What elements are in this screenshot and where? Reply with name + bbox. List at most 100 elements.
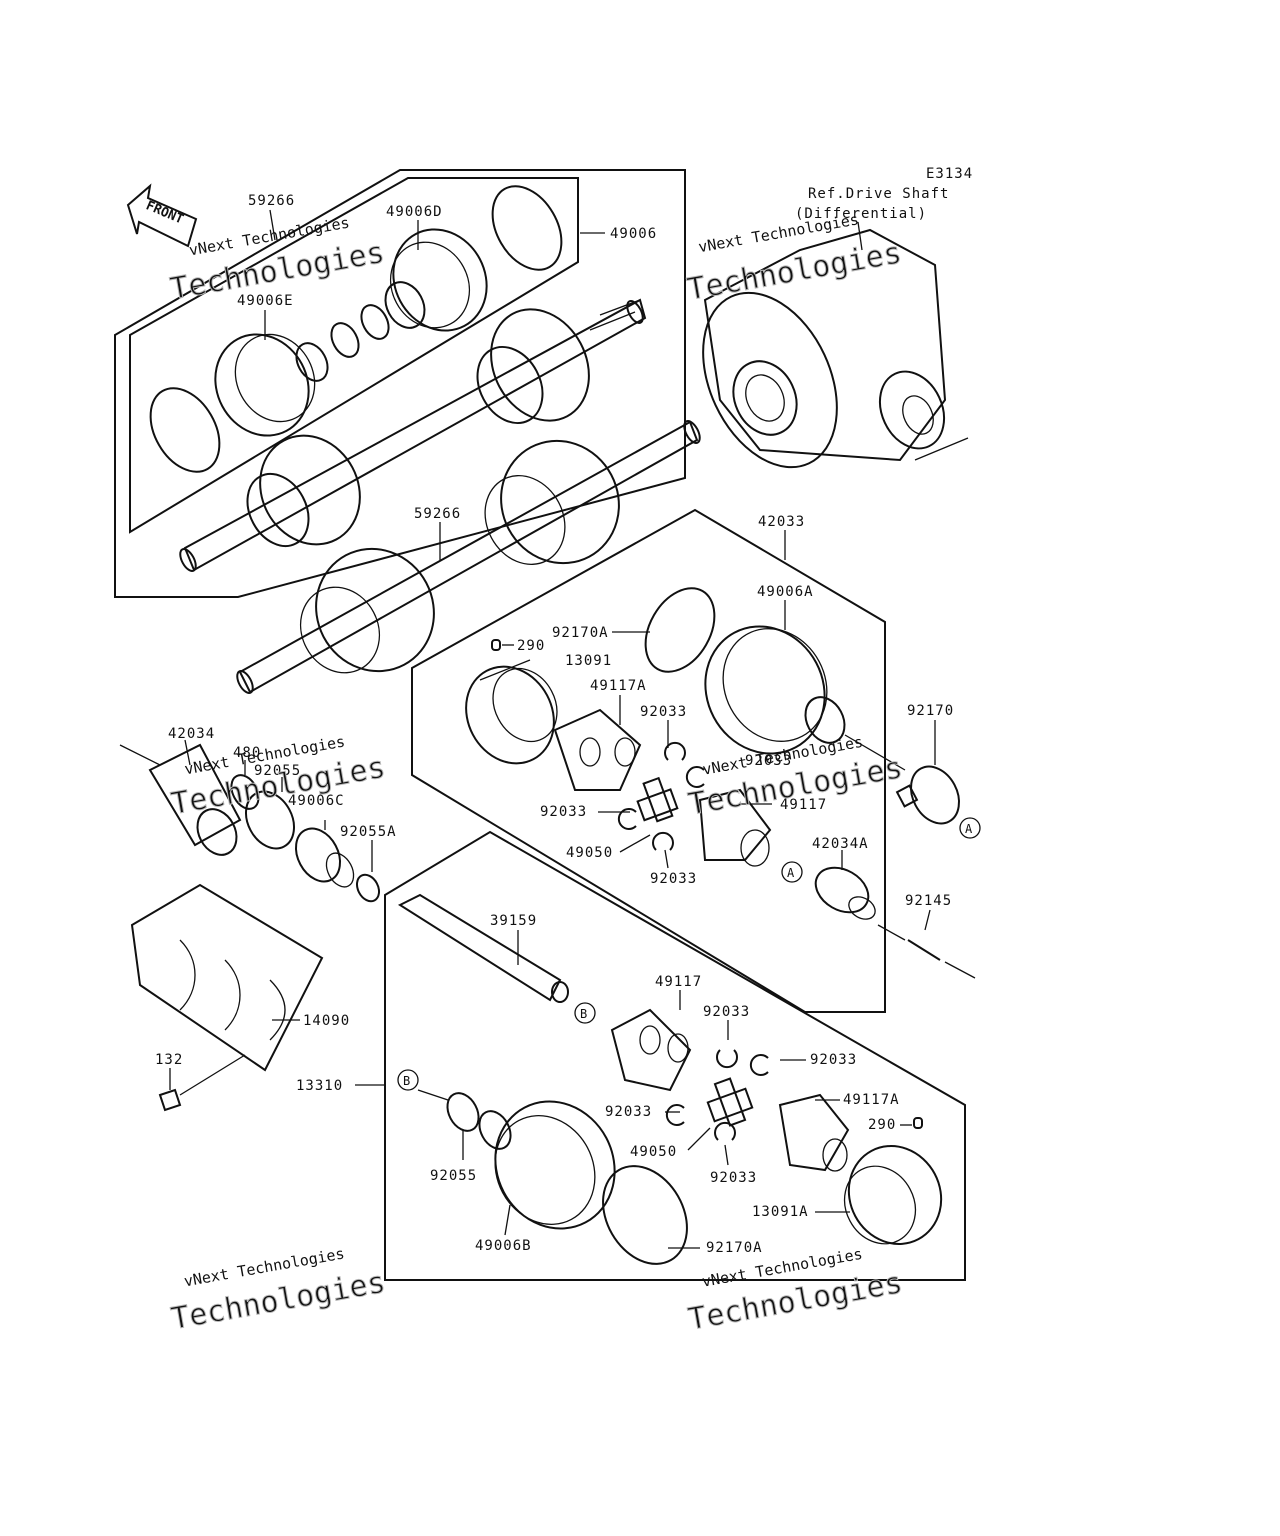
label-92055A: 92055A — [340, 824, 397, 840]
label-49006B: 49006B — [475, 1238, 532, 1254]
band-92170A-lower — [602, 1165, 688, 1265]
label-59266-top: 59266 — [248, 193, 295, 209]
label-42033: 42033 — [758, 514, 805, 530]
ref-drive-shaft-line2: (Differential) — [795, 206, 927, 222]
label-92033-f: 92033 — [810, 1052, 857, 1068]
boot-49006D — [384, 228, 488, 332]
ring-49006D-a — [360, 304, 390, 340]
label-49006E: 49006E — [237, 293, 294, 309]
label-92033-c: 92033 — [540, 804, 587, 820]
watermark-bottom-left: vNext Technologies Technologies — [168, 1244, 389, 1337]
label-42034A: 42034A — [812, 836, 869, 852]
spring-92145 — [877, 924, 976, 979]
label-39159: 39159 — [490, 913, 537, 929]
label-92033-d: 92033 — [650, 871, 697, 887]
label-49117A-bot: 49117A — [843, 1092, 900, 1108]
label-49050-bot: 49050 — [630, 1144, 677, 1160]
label-49006: 49006 — [610, 226, 657, 242]
snap-ring-d — [652, 831, 674, 851]
label-13310: 13310 — [296, 1078, 343, 1094]
snap-ring-h — [714, 1121, 736, 1141]
shaft-39159 — [397, 893, 569, 1003]
label-92055-bot: 92055 — [430, 1168, 477, 1184]
label-49117-top: 49117 — [780, 797, 827, 813]
marker-a-coupling: A — [781, 861, 803, 883]
leader-bolt-132 — [179, 1054, 246, 1096]
label-92033-a: 92033 — [640, 704, 687, 720]
frame-axle-assembly-inner — [129, 177, 579, 534]
label-49050-top: 49050 — [566, 845, 613, 861]
label-290-bot: 290 — [868, 1117, 896, 1133]
label-92033-g: 92033 — [605, 1104, 652, 1120]
svg-text:A: A — [787, 866, 795, 880]
yoke-49117A-lower — [778, 1093, 850, 1172]
snap-ring-b — [685, 766, 705, 788]
svg-text:B: B — [580, 1007, 587, 1021]
drive-axle-lower — [236, 420, 701, 694]
leader-lines — [169, 209, 936, 1249]
yoke-13091A — [843, 1145, 943, 1245]
frame-propeller-shaft-upper — [411, 508, 886, 1013]
label-92170A-top: 92170A — [552, 625, 609, 641]
ring-480 — [230, 774, 260, 810]
yoke-49117A-upper — [553, 708, 642, 791]
label-92170: 92170 — [907, 703, 954, 719]
label-13091: 13091 — [565, 653, 612, 669]
leader-left-axis — [119, 744, 161, 766]
clamp-92170 — [895, 765, 960, 825]
band-ring-upper-right — [491, 185, 563, 271]
grease-fitting-290-top — [491, 639, 501, 651]
grease-fitting-290-bot — [913, 1117, 923, 1129]
label-59266-mid: 59266 — [414, 506, 461, 522]
marker-b-oring: B — [397, 1069, 419, 1091]
coupling-42034A — [814, 866, 876, 920]
label-49117A-top: 49117A — [590, 678, 647, 694]
oring-92055 — [245, 790, 295, 850]
marker-b-shaft: B — [574, 1002, 596, 1024]
universal-joint-cross-upper — [636, 776, 679, 823]
coupler-42034 — [148, 743, 242, 856]
label-49006C: 49006C — [288, 793, 345, 809]
svg-text:B: B — [403, 1074, 410, 1088]
svg-text:A: A — [965, 822, 973, 836]
leader-boot-to-clamp — [844, 734, 906, 771]
frame-propeller-shaft-lower — [384, 830, 966, 1281]
bolt-132 — [158, 1088, 182, 1112]
label-92145: 92145 — [905, 893, 952, 909]
band-ring-upper-left — [149, 387, 221, 473]
seal-49006C — [294, 827, 355, 888]
snap-ring-e — [716, 1049, 738, 1069]
label-92033-e: 92033 — [703, 1004, 750, 1020]
label-132: 132 — [155, 1052, 183, 1068]
boot-49006A — [704, 625, 846, 755]
snap-ring-f — [749, 1054, 769, 1076]
label-49006D: 49006D — [386, 204, 443, 220]
snap-ring-a — [664, 741, 686, 761]
yoke-49117-lower — [610, 1008, 692, 1092]
oring-92055A — [355, 873, 381, 903]
yoke-49117-upper — [698, 788, 772, 867]
differential-housing — [702, 228, 969, 469]
front-arrow-icon: FRONT — [126, 183, 198, 248]
label-92033-h: 92033 — [710, 1170, 757, 1186]
label-42034: 42034 — [168, 726, 215, 742]
marker-a-clamp: A — [959, 817, 981, 839]
shaft-guard-14090 — [130, 883, 324, 1072]
label-480: 480 — [233, 745, 261, 761]
label-92033-b: 92033 — [745, 753, 792, 769]
diagram-code: E3134 — [926, 166, 973, 182]
label-14090: 14090 — [303, 1013, 350, 1029]
ref-drive-shaft-line1: Ref.Drive Shaft — [808, 186, 949, 202]
label-290-top: 290 — [517, 638, 545, 654]
oring-92055-lower — [446, 1092, 480, 1132]
ring-49006D-b — [330, 322, 360, 358]
label-92170A-bot: 92170A — [706, 1240, 763, 1256]
universal-joint-cross-lower — [706, 1077, 754, 1127]
label-49117-bot: 49117 — [655, 974, 702, 990]
label-13091A: 13091A — [752, 1204, 809, 1220]
label-92055-mid: 92055 — [254, 763, 301, 779]
boot-49006E — [214, 333, 329, 437]
yoke-13091 — [465, 665, 558, 765]
drive-axle-upper — [179, 298, 647, 572]
